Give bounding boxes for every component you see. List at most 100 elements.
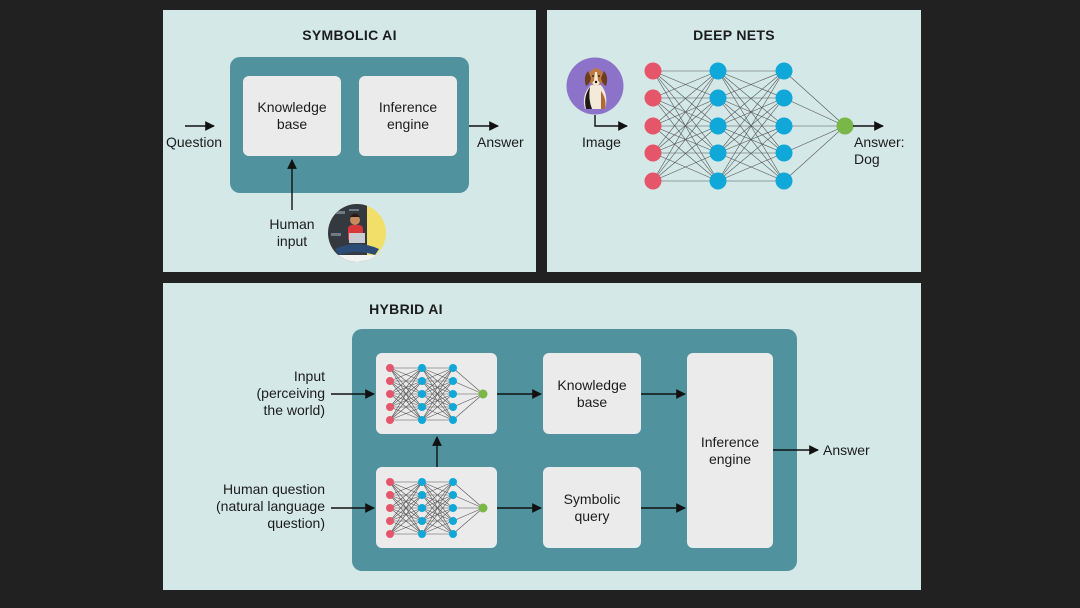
hidden-node: [775, 89, 793, 107]
hidden-node: [449, 416, 457, 424]
network-edge: [389, 367, 423, 421]
hidden-node: [449, 478, 457, 486]
network-edge: [421, 367, 454, 395]
hidden-node: [775, 62, 793, 80]
answer-label: Answer: [823, 442, 870, 458]
hidden-node: [418, 416, 426, 424]
human-input-label: Human input: [269, 216, 315, 249]
input-node: [386, 364, 394, 372]
network-edge: [452, 481, 484, 509]
hidden-node: [418, 478, 426, 486]
network-edge: [421, 520, 454, 535]
input-node: [386, 504, 394, 512]
hybrid-ai-panel: HYBRID AI Knowledge base Symbolic query …: [163, 283, 921, 590]
network-edge: [652, 125, 719, 182]
input-node: [386, 517, 394, 525]
network-edge: [452, 393, 484, 421]
network-edge: [652, 152, 719, 182]
hidden-node: [709, 117, 727, 135]
deep-nets-panel: DEEP NETS Image Answer: Dog: [547, 10, 921, 272]
inference-engine-box: Inference engine: [359, 76, 457, 156]
input-node: [386, 390, 394, 398]
hidden-node: [775, 117, 793, 135]
hidden-node: [709, 172, 727, 190]
input-node: [644, 144, 662, 162]
inference-engine-box: Inference engine: [687, 353, 773, 548]
hidden-node: [418, 530, 426, 538]
hidden-node: [418, 364, 426, 372]
hidden-node: [449, 504, 457, 512]
network-edge: [717, 70, 785, 182]
hidden-node: [418, 377, 426, 385]
network-edge: [452, 507, 484, 522]
network-edge: [652, 70, 719, 182]
hidden-node: [775, 144, 793, 162]
network-edge: [452, 367, 484, 395]
question-label: Question: [166, 134, 223, 150]
network-edge: [421, 481, 454, 509]
deep-neural-network: [594, 62, 884, 190]
network-edge: [717, 70, 785, 99]
knowledge-base-box: Knowledge base: [243, 76, 341, 156]
hidden-node: [449, 377, 457, 385]
network-edge: [421, 367, 454, 408]
network-edge: [652, 70, 719, 154]
input-node: [644, 117, 662, 135]
network-edge: [452, 494, 484, 509]
hidden-node: [449, 403, 457, 411]
panel-title: SYMBOLIC AI: [302, 27, 397, 43]
input-node: [386, 416, 394, 424]
hidden-node: [709, 62, 727, 80]
network-edge: [389, 367, 423, 382]
input-node: [386, 478, 394, 486]
network-edge: [389, 367, 423, 408]
network-edge: [389, 406, 423, 421]
panel-title: HYBRID AI: [369, 301, 443, 317]
network-edge: [389, 481, 423, 522]
network-edge: [421, 406, 454, 421]
hidden-node: [418, 491, 426, 499]
answer-label: Answer: [477, 134, 524, 150]
network-edge: [452, 380, 484, 395]
network-edge: [421, 507, 454, 535]
perception-network-graph: [386, 364, 488, 424]
network-edge: [389, 494, 423, 535]
deep-network-graph: [644, 62, 854, 190]
hidden-node: [709, 89, 727, 107]
network-edge: [389, 481, 423, 509]
input-label: Input (perceiving the world): [256, 368, 325, 418]
network-edge: [452, 507, 484, 535]
answer-dog-label: Answer: Dog: [854, 134, 905, 167]
network-edge: [421, 380, 454, 421]
output-node: [478, 389, 488, 399]
network-edge: [652, 97, 719, 182]
network-edge: [421, 393, 454, 421]
panel-title: DEEP NETS: [693, 27, 775, 43]
hidden-node: [449, 517, 457, 525]
input-node: [386, 403, 394, 411]
hybrid-arrows-and-networks: [331, 364, 819, 538]
hidden-node: [775, 172, 793, 190]
hidden-node: [418, 504, 426, 512]
symbolic-query-box: Symbolic query: [543, 467, 641, 548]
network-edge: [783, 125, 846, 182]
network-edge: [421, 481, 454, 522]
input-node: [386, 491, 394, 499]
network-edge: [717, 70, 785, 127]
network-edge: [783, 97, 846, 127]
hidden-node: [449, 364, 457, 372]
network-edge: [389, 481, 423, 496]
network-edge: [783, 70, 846, 127]
network-edge: [717, 70, 785, 154]
network-edge: [717, 152, 785, 182]
network-edge: [389, 507, 423, 535]
hidden-node: [418, 390, 426, 398]
network-edge: [717, 125, 785, 182]
network-edge: [421, 494, 454, 535]
hidden-node: [449, 530, 457, 538]
hidden-node: [418, 517, 426, 525]
output-node: [836, 117, 854, 135]
human-question-label: Human question (natural language questio…: [216, 481, 325, 531]
output-node: [478, 503, 488, 513]
image-arrow: [594, 115, 628, 131]
